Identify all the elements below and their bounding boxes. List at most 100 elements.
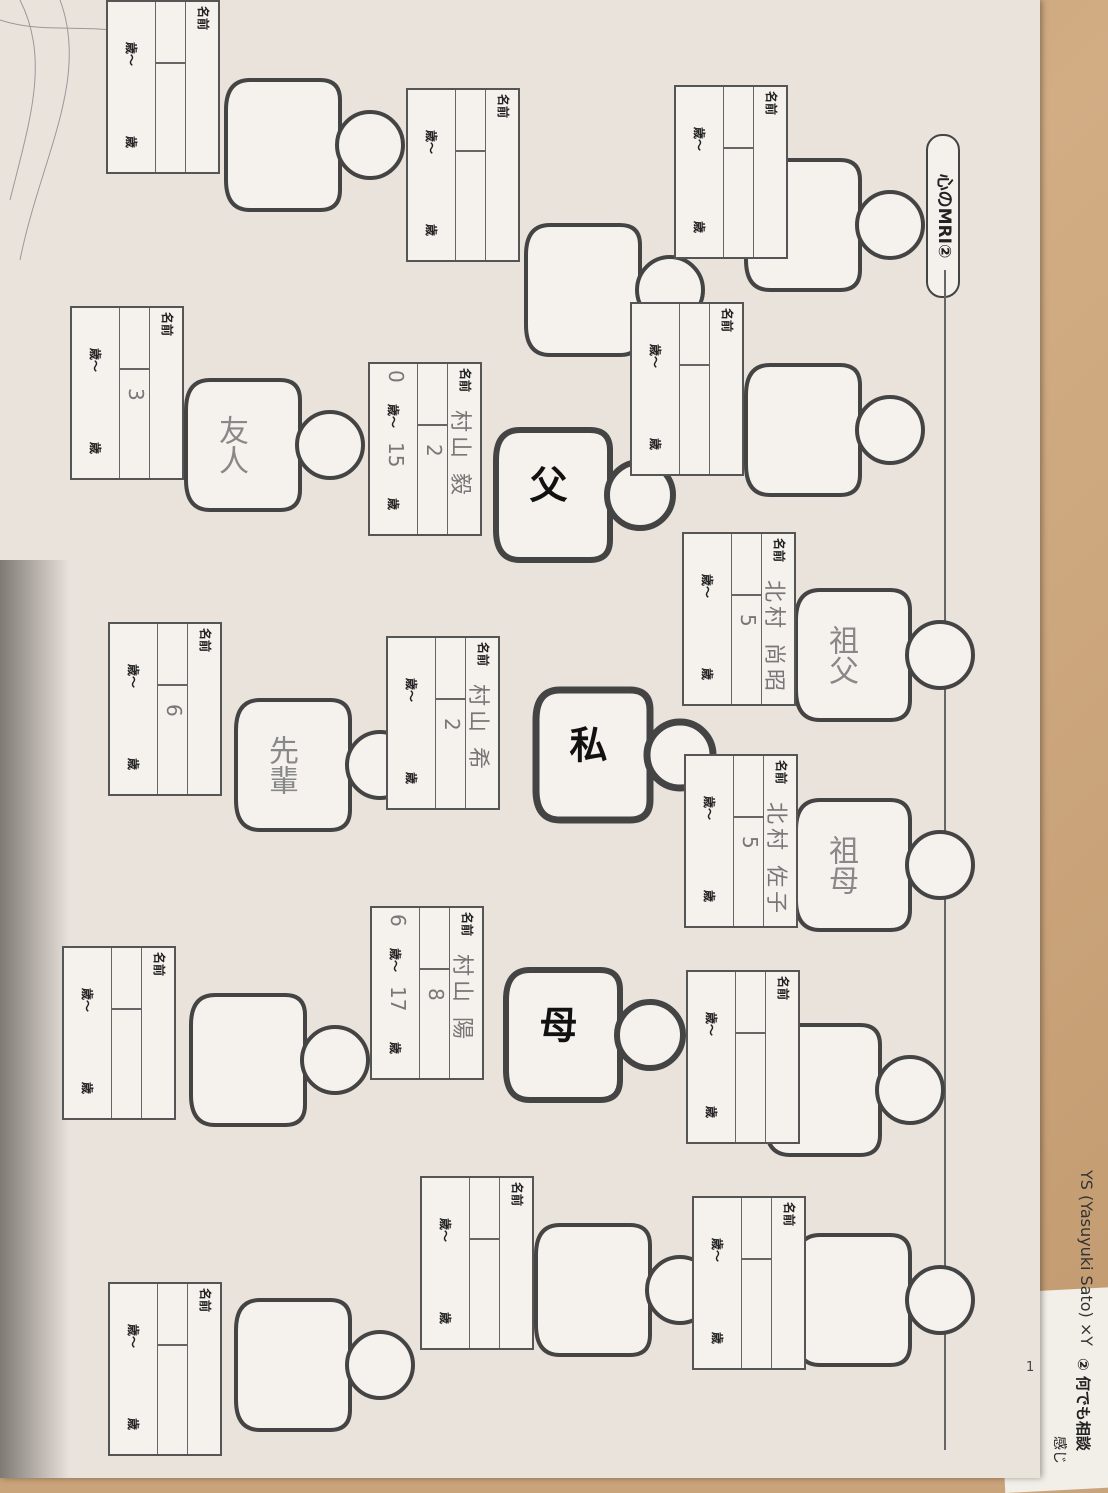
age-from-value: 0: [384, 370, 408, 383]
name-value: 村山 希: [465, 684, 490, 773]
age-end-label: 歳: [126, 1418, 140, 1431]
sibling-value: 5: [736, 614, 760, 627]
profile-card-blank: 名前 歳〜 歳: [62, 946, 176, 1120]
sibling-value: 5: [738, 836, 762, 849]
profile-card-father: 名前 村山 毅 2 0 歳〜 15 歳: [368, 362, 482, 536]
card-divider: [742, 1258, 772, 1260]
profile-card-blank: 名前 歳〜 歳: [106, 0, 220, 174]
age-end-label: 歳: [404, 772, 418, 785]
profile-card-blank: 名前 歳〜 歳: [686, 970, 800, 1144]
age-end-label: 歳: [388, 1042, 402, 1055]
age-end-label: 歳: [704, 1106, 718, 1119]
second-sheet-number: 1: [1026, 1360, 1035, 1375]
profile-card-senior: 名前 6 歳〜 歳: [108, 622, 222, 796]
footer-credit: YS (Yasuyuki Sato) ×Y: [1077, 1170, 1096, 1347]
card-divider: [436, 698, 466, 700]
name-label: 名前: [764, 91, 778, 116]
sibling-value: 3: [124, 388, 148, 401]
name-value: 北村 尚昭: [761, 580, 786, 695]
age-sep-label: 歳〜: [648, 344, 662, 369]
profile-card-blank: 名前 歳〜 歳: [108, 1282, 222, 1456]
card-divider: [158, 1344, 188, 1346]
hand-shadow: [0, 560, 70, 1478]
profile-card-grandfather: 名前 北村 尚昭 5 歳〜 歳: [682, 532, 796, 706]
age-sep-label: 歳〜: [700, 574, 714, 599]
card-divider: [736, 1032, 766, 1034]
second-sheet-text: 感じ: [1051, 1436, 1067, 1464]
profile-card-mother: 名前 村山 陽 8 6 歳〜 17 歳: [370, 906, 484, 1080]
second-sheet-heading: ② 何でも相談: [1074, 1358, 1092, 1451]
sibling-value: 6: [162, 704, 186, 717]
name-label: 名前: [458, 368, 472, 393]
age-end-label: 歳: [80, 1082, 94, 1095]
name-label: 名前: [476, 642, 490, 667]
age-end-label: 歳: [88, 442, 102, 455]
age-sep-label: 歳〜: [88, 348, 102, 373]
card-divider: [420, 968, 450, 970]
person-figure: [230, 1290, 420, 1440]
age-sep-label: 歳〜: [404, 678, 418, 703]
age-end-label: 歳: [692, 221, 706, 234]
person-friend: [180, 370, 370, 520]
sibling-value: 2: [422, 444, 446, 457]
name-value: 村山 毅: [447, 410, 472, 499]
name-label: 名前: [774, 760, 788, 785]
profile-card-blank: 名前 歳〜 歳: [674, 85, 788, 259]
figure-label-me: 私: [563, 725, 607, 763]
person-figure: [220, 70, 410, 220]
age-sep-label: 歳〜: [126, 1324, 140, 1349]
card-divider: [734, 816, 764, 818]
age-sep-label: 歳〜: [702, 796, 716, 821]
person-grandmother: [790, 790, 980, 940]
age-end-label: 歳: [386, 498, 400, 511]
card-divider: [732, 594, 762, 596]
age-end-label: 歳: [126, 758, 140, 771]
page-title: 心のMRI②: [926, 134, 960, 298]
person-figure: [740, 355, 930, 505]
age-sep-label: 歳〜: [80, 988, 94, 1013]
age-end-label: 歳: [700, 668, 714, 681]
card-divider: [112, 1008, 142, 1010]
age-end-label: 歳: [124, 136, 138, 149]
age-end-label: 歳: [424, 224, 438, 237]
name-label: 名前: [510, 1182, 524, 1207]
name-label: 名前: [496, 94, 510, 119]
name-label: 名前: [152, 952, 166, 977]
name-label: 名前: [720, 308, 734, 333]
age-sep-label: 歳〜: [692, 127, 706, 152]
figure-label-grandmother: 祖母: [823, 835, 858, 895]
person-mother: [500, 960, 690, 1110]
figure-label-mother: 母: [533, 1005, 577, 1043]
profile-card-friend: 名前 3 歳〜 歳: [70, 306, 184, 480]
figure-label-friend: 友人: [213, 415, 248, 475]
age-sep-label: 歳〜: [388, 948, 402, 973]
profile-card-blank: 名前 歳〜 歳: [692, 1196, 806, 1370]
person-figure: [790, 1225, 980, 1375]
card-divider: [156, 62, 186, 64]
age-end-label: 歳: [710, 1332, 724, 1345]
age-sep-label: 歳〜: [386, 404, 400, 429]
figure-label-father: 父: [523, 465, 567, 503]
age-sep-label: 歳〜: [704, 1012, 718, 1037]
age-sep-label: 歳〜: [424, 130, 438, 155]
person-figure: [185, 985, 375, 1135]
age-end-label: 歳: [648, 438, 662, 451]
name-value: 村山 陽: [449, 954, 474, 1043]
figure-label-grandfather: 祖父: [823, 625, 858, 685]
name-value: 北村 佐子: [763, 802, 788, 917]
name-label: 名前: [196, 6, 210, 31]
sibling-value: 8: [424, 988, 448, 1001]
age-sep-label: 歳〜: [438, 1218, 452, 1243]
age-sep-label: 歳〜: [126, 664, 140, 689]
name-label: 名前: [198, 1288, 212, 1313]
name-label: 名前: [776, 976, 790, 1001]
age-from-value: 6: [386, 914, 410, 927]
age-end-label: 歳: [438, 1312, 452, 1325]
card-divider: [418, 424, 448, 426]
card-divider: [470, 1238, 500, 1240]
profile-card-me: 名前 村山 希 2 歳〜 歳: [386, 636, 500, 810]
name-label: 名前: [198, 628, 212, 653]
card-divider: [724, 147, 754, 149]
card-divider: [456, 150, 486, 152]
age-to-value: 15: [384, 442, 408, 468]
